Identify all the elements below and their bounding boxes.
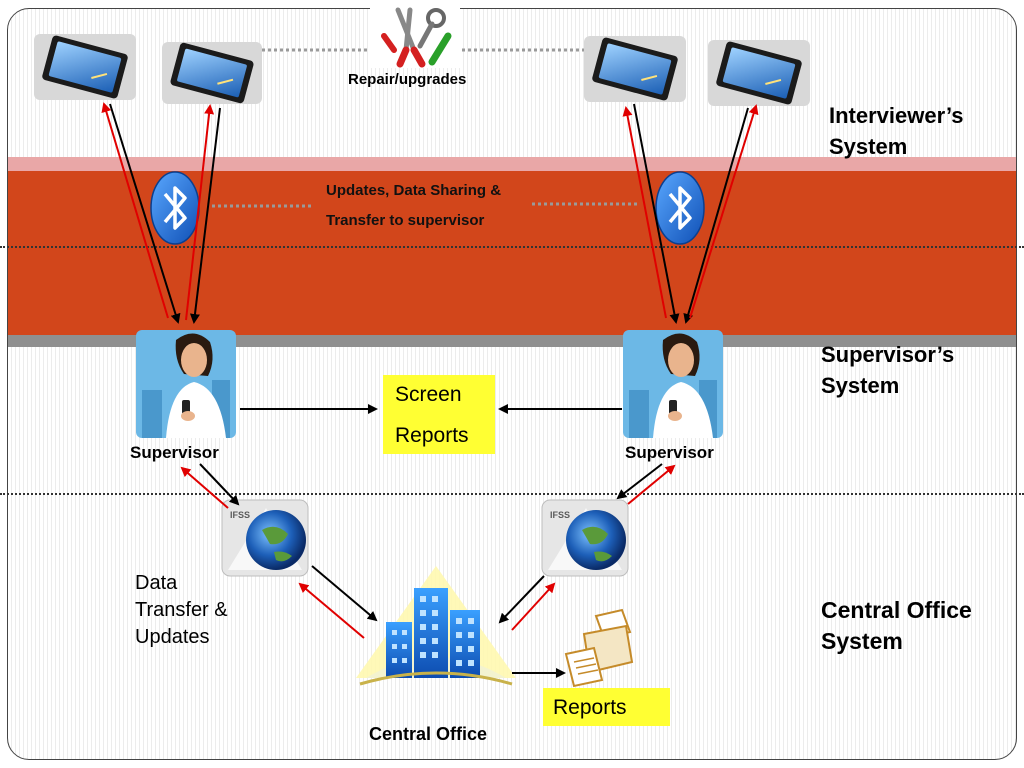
supervisor-right-label: Supervisor [625,443,714,462]
dotted-connectors [212,48,640,208]
data-transfer-line1: Data [135,572,178,594]
separator-line-2 [0,493,1024,495]
band-top-stripe [8,157,1016,171]
tablet-icon [708,40,810,106]
central-office-system-line1: Central Office [821,597,972,623]
data-transfer-line2: Transfer & [135,599,228,621]
ifss-left-label: IFSS [230,510,250,520]
supervisor-system-line1: Supervisor’s [821,342,955,367]
reports-label: Reports [553,696,627,719]
separator-line-1 [0,246,1024,248]
bluetooth-icon [150,171,200,245]
supervisor-left-label: Supervisor [130,443,219,462]
ifss-right-label: IFSS [550,510,570,520]
screen-reports-line2: Reports [395,424,469,447]
band-bottom-stripe [8,335,1016,347]
screen-reports-box: Screen Reports [383,375,495,454]
supervisor-system-line2: System [821,373,900,398]
supervisor-icon [136,330,236,438]
supervisor-icon [623,330,723,438]
interviewer-system-line1: Interviewer’s [829,103,964,128]
central-office-system-line2: System [821,628,903,654]
reports-box: Reports [543,688,670,726]
updates-label-line2: Transfer to supervisor [326,212,485,229]
data-transfer-line3: Updates [135,626,210,648]
bluetooth-icon [655,171,705,245]
interviewer-system-line2: System [829,134,908,159]
ifss-globe-icon: IFSS [221,499,309,577]
tools-icon [370,6,460,68]
printer-icon [564,608,634,688]
tablet-icon [584,36,686,102]
tablet-icon [34,34,136,100]
building-icon [356,566,516,686]
frame-top-gap [460,0,820,8]
ifss-globe-icon: IFSS [541,499,629,577]
screen-reports-line1: Screen [395,383,462,406]
central-office-label: Central Office [369,724,488,744]
updates-label-line1: Updates, Data Sharing & [326,182,502,199]
tablet-icon [162,42,262,104]
repair-label: Repair/upgrades [348,71,467,88]
